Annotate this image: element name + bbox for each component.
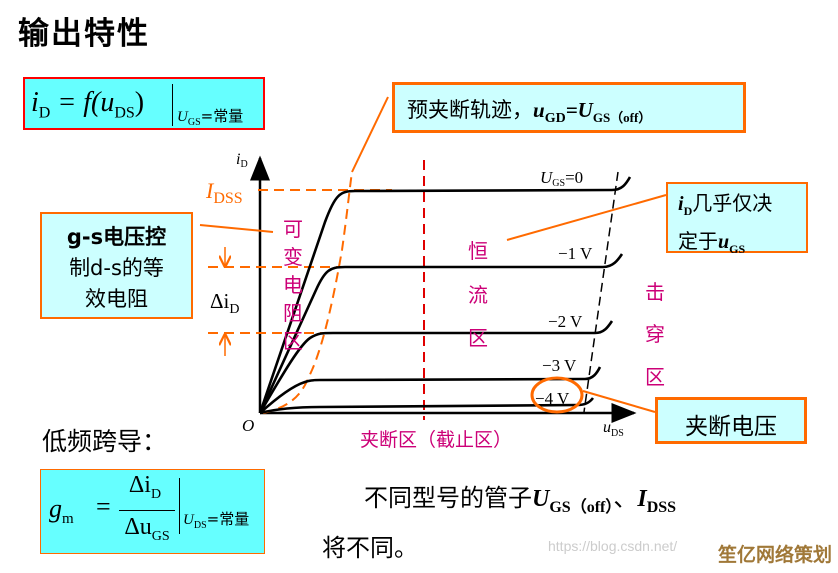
callout-line: g-s电压控 (66, 225, 167, 249)
formula-sub: m (62, 511, 74, 528)
idss-label: IDSS (205, 178, 243, 207)
formula-condition: UGS=常量 (177, 105, 243, 128)
callout-var: u (533, 98, 545, 122)
cond-rest: =常量 (206, 510, 250, 528)
curve-ugs-0 (258, 176, 632, 414)
callout-text: 几乎仅决 (692, 191, 773, 215)
pinch-voltage-highlight (530, 376, 584, 414)
output-formula-box: iD = f(uDS) UGS=常量 (23, 77, 265, 130)
region-char: 恒 (468, 239, 488, 263)
eval-bar (179, 478, 180, 534)
watermark-url: https://blog.csdn.net/ (548, 538, 678, 554)
callout-sub: D (683, 204, 693, 218)
curve-ugs-minus1 (258, 253, 624, 414)
origin-label: O (242, 416, 254, 435)
cond-sub: GS (187, 117, 201, 128)
gs-pointer (199, 224, 274, 233)
callout-text: 定于 (678, 229, 718, 253)
callout-line: 制d-s的等 (69, 256, 164, 280)
formula-eq: = f(u (50, 87, 115, 118)
id-pointer (506, 194, 667, 241)
breakdown-locus (583, 171, 619, 413)
region-char: 区 (283, 329, 303, 353)
num-text: Δi (128, 472, 151, 498)
formula-var: g (49, 494, 62, 523)
cond-rest: =常量 (200, 107, 244, 125)
cond-sub: DS (193, 520, 207, 531)
callout-sub: GS (729, 242, 746, 256)
formula-sub: DS (114, 104, 135, 122)
region-char: 电 (283, 273, 303, 297)
num-sub: D (150, 486, 162, 502)
formula-var: i (31, 87, 39, 118)
region-char: 阻 (283, 301, 303, 325)
cond-var: U (183, 512, 194, 528)
pinch-track-pointer (351, 96, 389, 173)
curve-ugs-minus3 (259, 366, 602, 414)
note-sep: 、 (613, 484, 638, 512)
callout-sub: GS（off） (592, 110, 652, 126)
slide-title: 输出特性 (18, 16, 150, 52)
y-axis-label: iD (236, 151, 248, 170)
callout-text: 预夹断轨迹， (407, 98, 533, 122)
callout-line: iD几乎仅决 (678, 188, 806, 226)
x-axis-label: uDS (603, 419, 624, 439)
note-line: 将不同。 (322, 533, 418, 562)
pinch-voltage-callout: 夹断电压 (655, 397, 807, 444)
region-char: 区 (468, 326, 488, 350)
curve-label-4: −4 V (535, 389, 570, 408)
den-text: Δu (124, 514, 152, 540)
note-var: I (637, 486, 647, 512)
note-var: U (532, 486, 550, 512)
curve-label-1: −1 V (558, 244, 593, 263)
curve-label-0: UGS=0 (540, 168, 583, 189)
region-char: 穿 (645, 322, 665, 346)
pinch-track-callout: 预夹断轨迹，uGD=UGS（off） (392, 82, 746, 133)
den-sub: GS (151, 528, 170, 544)
low-freq-transconductance-label: 低频跨导： (42, 427, 168, 456)
cutoff-region-label: 夹断区（截止区） (360, 429, 512, 451)
gs-voltage-callout: g-s电压控 制d-s的等 效电阻 (40, 212, 193, 319)
note-sub: GS（off） (549, 498, 614, 516)
pinch-voltage-pointer (582, 390, 656, 413)
cond-var: U (177, 109, 188, 125)
note-text: 不同型号的管子UGS（off）、IDSS 将不同。 (322, 478, 676, 568)
callout-var: u (718, 231, 730, 253)
output-formula: iD = f(uDS) (31, 87, 144, 123)
region-char: 区 (645, 365, 665, 389)
curve-label-3: −3 V (542, 356, 577, 375)
region-char: 击 (645, 280, 665, 304)
formula-numerator: ΔiD (121, 472, 169, 503)
callout-text: 夹断电压 (685, 414, 777, 440)
note-part: 不同型号的管子 (364, 484, 532, 512)
curve-label-2: −2 V (548, 312, 583, 331)
region-char: 可 (283, 217, 303, 241)
callout-line: 定于uGS (678, 226, 806, 264)
delta-id-label: ΔiD (210, 289, 239, 317)
callout-eq: =U (565, 98, 593, 122)
fraction-bar (119, 510, 175, 511)
eval-bar (172, 84, 173, 126)
formula-denominator: ΔuGS (117, 514, 177, 545)
transconductance-formula-box: gm = ΔiD ΔuGS UDS=常量 (40, 469, 265, 554)
watermark-brand: 笙亿网络策划 (717, 544, 832, 566)
formula-lhs: gm (49, 494, 74, 528)
curve-ugs-minus4 (259, 397, 595, 415)
formula-eq: = (96, 492, 111, 521)
formula-close: ) (134, 87, 145, 118)
callout-var: i (678, 193, 684, 215)
region-char: 变 (283, 245, 303, 269)
formula-condition: UDS=常量 (183, 508, 249, 531)
formula-sub: D (38, 104, 51, 122)
callout-sub: GD (544, 111, 566, 127)
curve-ugs-minus2 (258, 320, 614, 414)
note-sub: DSS (646, 498, 677, 516)
note-line: 不同型号的管子UGS（off）、IDSS (322, 478, 676, 528)
region-char: 流 (468, 283, 488, 307)
callout-line: 效电阻 (85, 287, 148, 311)
id-callout: iD几乎仅决 定于uGS (666, 182, 808, 256)
